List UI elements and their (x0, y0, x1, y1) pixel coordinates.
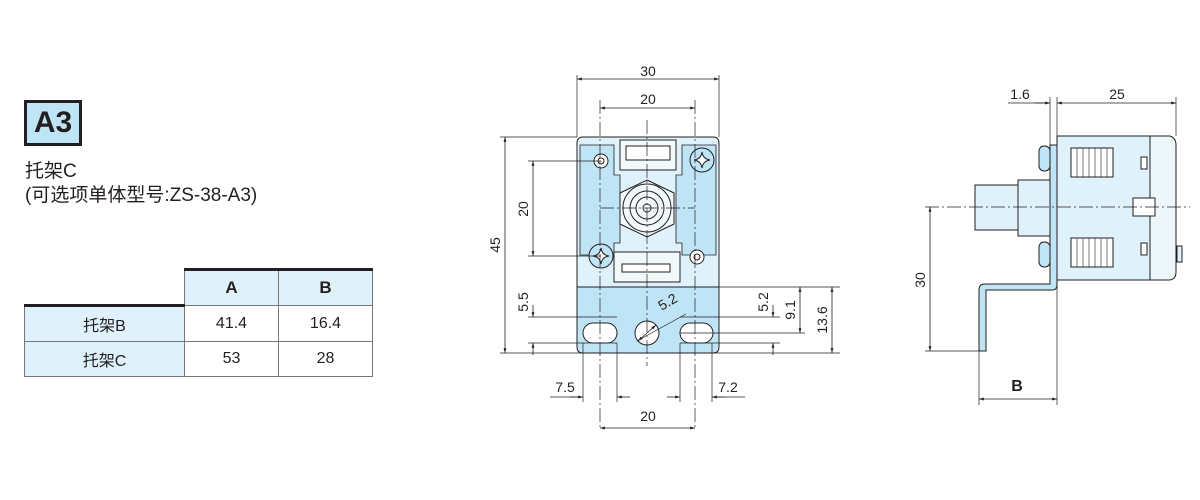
dim-thickness: 1.6 (1010, 86, 1030, 102)
dimension-table: A B 托架B 41.4 16.4 托架C 53 28 (24, 268, 373, 377)
column-header-b: B (278, 268, 373, 306)
title-line-2: (可选项单体型号:ZS-38-A3) (25, 185, 258, 206)
bracket-title: 托架C (可选项单体型号:ZS-38-A3) (25, 160, 257, 208)
table-header-row: A B (24, 268, 373, 307)
front-view-dimensions: 30 20 45 20 5.5 5.2 5.2 9.1 13.6 7.5 7.2… (487, 63, 830, 424)
cell-b: 28 (278, 341, 373, 377)
front-view (500, 75, 840, 430)
phillips-screw-icon (689, 147, 715, 173)
table-row: 托架C 53 28 (24, 341, 373, 377)
dim-slot-left: 7.5 (555, 379, 575, 395)
section-badge: A3 (24, 100, 82, 146)
threaded-port (974, 184, 1019, 231)
column-header-a: A (184, 268, 279, 306)
title-line-1: 托架C (25, 161, 77, 182)
side-view-dimensions: 1.6 25 30 B (912, 86, 1125, 395)
dim-hole-pitch-top: 20 (640, 91, 656, 107)
dim-slot-pitch: 20 (640, 408, 656, 424)
row-label: 托架C (24, 341, 185, 377)
cell-b: 16.4 (278, 305, 373, 342)
hex-fitting (1017, 179, 1051, 237)
dim-slot-right: 7.2 (718, 379, 738, 395)
screw-head (1038, 145, 1051, 172)
dim-height: 45 (487, 237, 503, 253)
screw-icon (689, 249, 705, 265)
cell-a: 53 (184, 341, 279, 377)
dim-offset-b: B (1011, 378, 1023, 395)
dim-slot-height: 5.5 (515, 292, 531, 312)
screw-head (1038, 241, 1051, 268)
dim-hole-pitch-vertical: 20 (515, 201, 531, 217)
side-view (925, 97, 1190, 405)
dim-hole-height: 9.1 (782, 300, 798, 320)
dim-width: 30 (640, 63, 656, 79)
dim-mount-height: 30 (912, 272, 928, 288)
dim-slot-offset: 5.2 (755, 292, 771, 312)
dim-bottom-height: 13.6 (814, 306, 830, 333)
dim-body-depth: 25 (1109, 86, 1125, 102)
table-corner (24, 269, 185, 307)
